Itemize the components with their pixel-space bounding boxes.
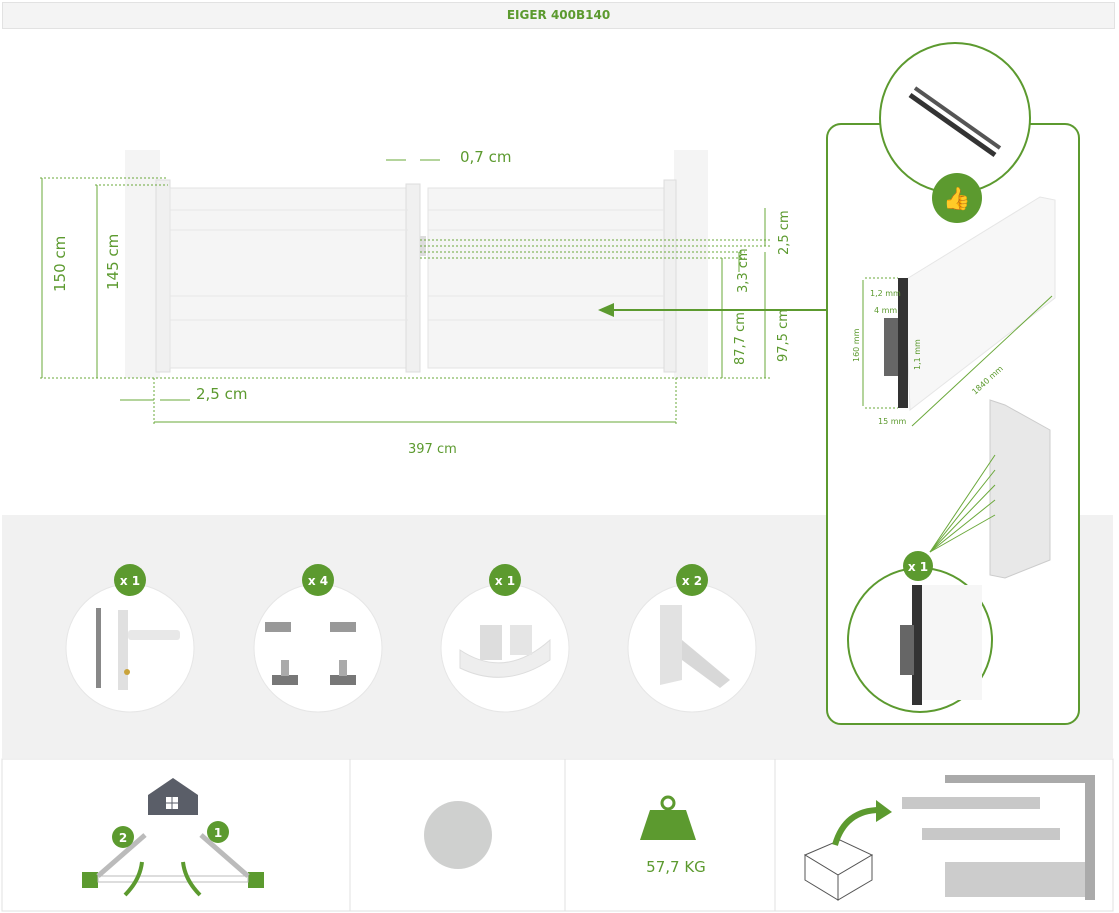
page-title: EIGER 400B140 — [2, 2, 1115, 29]
step-1-label: 1 — [214, 826, 222, 840]
weight-icon — [640, 795, 696, 840]
profile-quantity: x 1 — [908, 560, 928, 574]
profile-panel: 👍 — [826, 42, 1080, 725]
svg-text:x 1: x 1 — [495, 574, 515, 588]
gate-left-leaf — [155, 179, 421, 373]
right-post — [674, 150, 708, 378]
gate-handle — [420, 236, 426, 256]
gate-height-label: 145 cm — [104, 234, 122, 290]
thumbs-up-icon — [932, 173, 982, 223]
slat-image — [904, 196, 1056, 411]
post-height-label: 150 cm — [51, 236, 69, 292]
svg-text:x 1: x 1 — [120, 574, 140, 588]
accessory-gate-stop: x 1 — [440, 564, 570, 713]
svg-text:x 2: x 2 — [682, 574, 702, 588]
top-gap-label: 2,5 cm — [777, 210, 792, 255]
accessory-gate-holder: x 2 — [627, 564, 757, 713]
opening-direction-diagram — [82, 778, 264, 897]
accessory-lock-handle: x 1 — [65, 564, 195, 713]
handle-height-label: 87,7 cm — [733, 312, 748, 365]
color-swatch — [424, 801, 492, 869]
packaging-diagram — [803, 775, 1095, 901]
left-post — [125, 150, 160, 378]
profile-quantity-badge — [903, 551, 933, 581]
total-width-label: 397 cm — [408, 442, 457, 457]
rail-label: 3,3 cm — [736, 248, 751, 293]
weight-label: 57,7 KG — [646, 858, 706, 876]
gap-label: 0,7 cm — [460, 148, 511, 166]
dimension-lines — [40, 159, 830, 425]
thickness-2-label: 4 mm — [874, 306, 897, 315]
profile-height-label: 160 mm — [852, 328, 861, 362]
house-icon — [148, 778, 198, 815]
depth-label: 15 mm — [878, 417, 907, 426]
svg-text:x 4: x 4 — [308, 574, 328, 588]
handle-total-label: 97,5 cm — [776, 309, 791, 362]
gate-panel-image — [989, 399, 1051, 579]
bottom-gap-label: 2,5 cm — [196, 385, 247, 403]
gate-right-leaf — [427, 179, 677, 373]
motor-arms-image — [908, 86, 1002, 158]
svg-text:👍: 👍 — [943, 186, 970, 212]
step-2-label: 2 — [119, 831, 127, 845]
accessory-hinges: x 4 — [253, 564, 383, 713]
thickness-1-label: 1,2 mm — [870, 289, 901, 298]
inner-label: 1,1 mm — [913, 339, 922, 370]
